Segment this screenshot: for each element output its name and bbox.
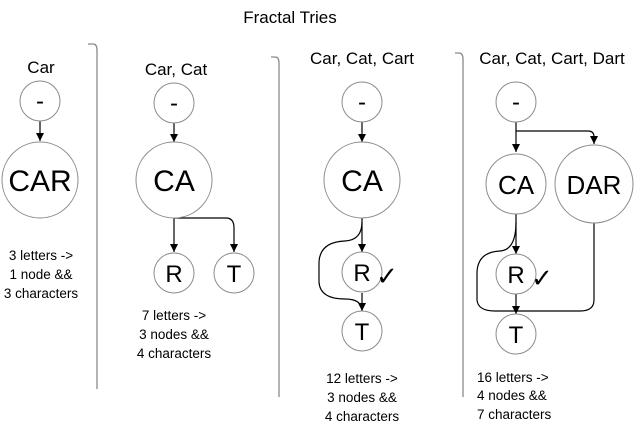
node-label: R	[507, 262, 524, 289]
node-label: -	[358, 89, 366, 116]
node-label: DAR	[567, 170, 622, 200]
node-label: -	[512, 89, 520, 116]
panel-note-line: 1 node &&	[9, 267, 72, 282]
panel-car-cat-cart-dart: Car, Cat, Cart, Dart - CA DAR R ✓ T 16 l…	[476, 49, 634, 422]
panel-car: Car - CAR 3 letters -> 1 node && 3 chara…	[1, 58, 79, 301]
panel-note-line: 3 characters	[4, 286, 79, 301]
edge-dar-to-t	[516, 223, 595, 312]
trie-node-t	[213, 252, 255, 294]
panel-note-line: 16 letters ->	[477, 370, 549, 385]
node-label: CA	[153, 165, 195, 198]
panel-note-line: 7 letters ->	[142, 308, 206, 323]
edge-root-to-dar	[516, 130, 598, 144]
terminal-check-icon: ✓	[531, 264, 553, 294]
panel-divider-1	[88, 43, 98, 389]
panel-divider-3	[455, 52, 464, 397]
panel-words-label: Car, Cat, Cart	[310, 49, 414, 68]
panel-words-label: Car, Cat	[145, 60, 208, 79]
trie-node-ca	[323, 141, 401, 219]
panel-note-line: 12 letters ->	[326, 371, 398, 386]
node-label: CA	[498, 170, 535, 200]
panel-words-label: Car	[27, 58, 55, 77]
panel-car-cat: Car, Cat - CA R T 7 letters -> 3 nodes &…	[135, 60, 255, 361]
trie-node-dar	[554, 144, 634, 224]
trie-node-root	[341, 81, 383, 123]
panel-note-line: 3 nodes &&	[139, 327, 209, 342]
edge-ca-to-t-bypass	[476, 221, 517, 312]
node-label: -	[36, 88, 44, 115]
terminal-check-icon: ✓	[376, 262, 398, 292]
node-label: -	[170, 90, 178, 117]
node-label: T	[227, 261, 242, 288]
panel-car-cat-cart: Car, Cat, Cart - CA R ✓ T 12 letters -> …	[310, 49, 414, 424]
node-label: R	[165, 261, 182, 288]
trie-node-r	[495, 253, 537, 295]
edge-ca-to-t-bypass	[318, 221, 363, 312]
node-label: T	[355, 319, 370, 346]
panel-words-label: Car, Cat, Cart, Dart	[479, 49, 625, 68]
trie-node-t	[495, 313, 537, 355]
trie-node-ca	[485, 153, 547, 215]
trie-node-root	[19, 80, 61, 122]
panel-note-line: 3 nodes &&	[327, 390, 397, 405]
trie-node-t	[341, 310, 383, 352]
trie-node-root	[495, 81, 537, 123]
trie-node-ca	[135, 141, 213, 219]
node-label: T	[509, 322, 524, 349]
node-label: R	[353, 260, 370, 287]
trie-node-car	[1, 141, 79, 219]
trie-node-r	[341, 251, 383, 293]
trie-node-r	[153, 252, 195, 294]
trie-node-root	[153, 82, 195, 124]
node-label: CAR	[8, 165, 71, 198]
panel-note-line: 4 characters	[325, 409, 400, 424]
panel-note-line: 4 characters	[137, 346, 212, 361]
panel-note-line: 7 characters	[477, 407, 552, 422]
panel-note-line: 3 letters ->	[9, 248, 73, 263]
diagram-title: Fractal Tries	[243, 8, 337, 27]
panel-note-line: 4 nodes &&	[477, 388, 547, 403]
edge-ca-to-t	[174, 217, 238, 252]
node-label: CA	[341, 165, 383, 198]
panel-divider-2	[271, 56, 280, 397]
